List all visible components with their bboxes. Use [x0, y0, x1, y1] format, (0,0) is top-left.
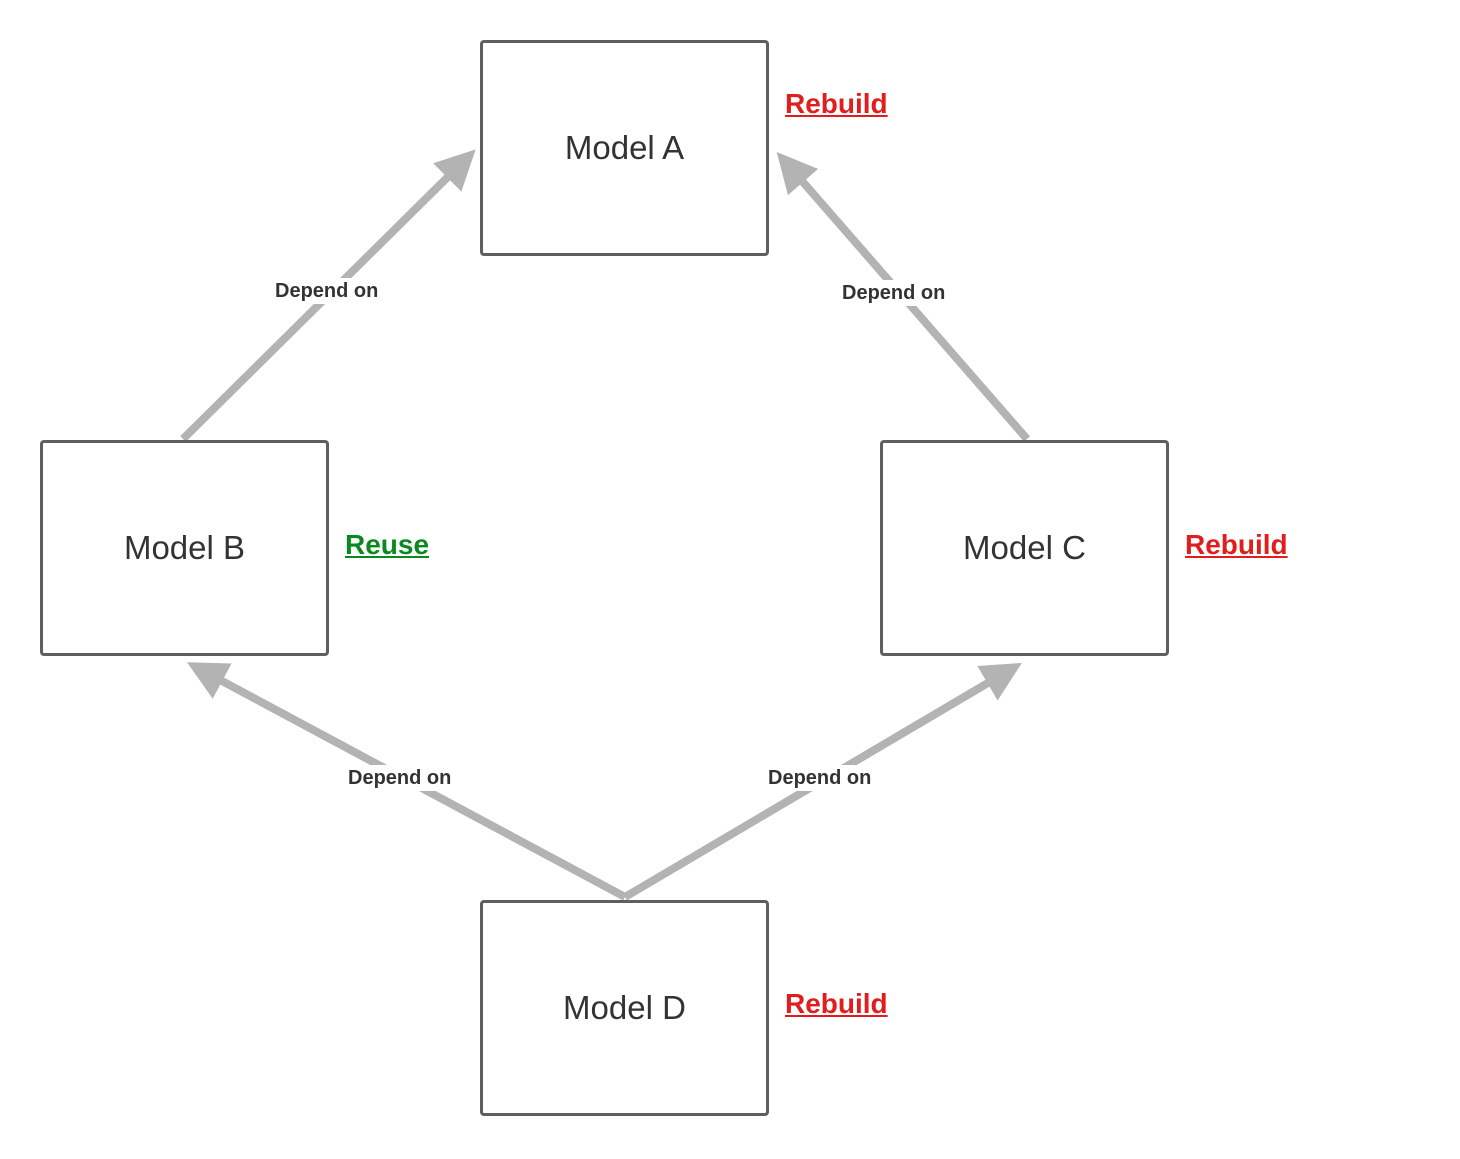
node-label-model-d: Model D [563, 989, 686, 1026]
status-model-c: Rebuild [1185, 529, 1288, 560]
edge-label-d-to-b: Depend on [346, 765, 454, 791]
node-model-d: Model D [480, 900, 769, 1116]
node-label-model-b: Model B [123, 529, 246, 566]
status-model-b: Reuse [345, 529, 430, 560]
edge-label-c-to-a: Depend on [840, 280, 948, 306]
node-model-b: Model B [40, 440, 329, 656]
edge-label-b-to-a: Depend on [273, 278, 381, 304]
node-label-model-c: Model C [963, 529, 1086, 566]
node-model-c: Model C [880, 440, 1169, 656]
node-model-a: Model A [480, 40, 769, 256]
status-model-a: Rebuild [785, 88, 888, 119]
edge-label-d-to-c: Depend on [766, 765, 874, 791]
node-label-model-a: Model A [564, 129, 685, 166]
status-model-d: Rebuild [785, 988, 888, 1019]
